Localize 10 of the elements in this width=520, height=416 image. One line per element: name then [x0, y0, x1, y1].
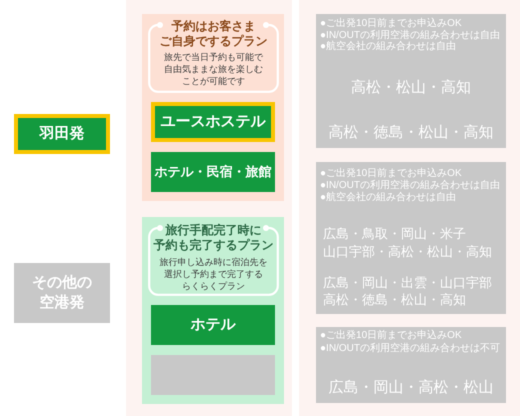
plan-description: 旅行申し込み時に宿泊先を選択し予約まで完了するらくらくプラン: [160, 256, 268, 292]
option-button: ホテル: [151, 305, 275, 345]
rounded-frame: [148, 221, 279, 296]
option-button: 羽田発: [14, 114, 110, 154]
plan-panel: [142, 217, 284, 404]
info-panel: [316, 14, 506, 148]
info-panel: [316, 327, 506, 403]
info-panel: [316, 162, 506, 314]
option-button: [151, 355, 275, 395]
plan-heading: 旅行手配完了時に予約も完了するプラン: [154, 222, 274, 252]
